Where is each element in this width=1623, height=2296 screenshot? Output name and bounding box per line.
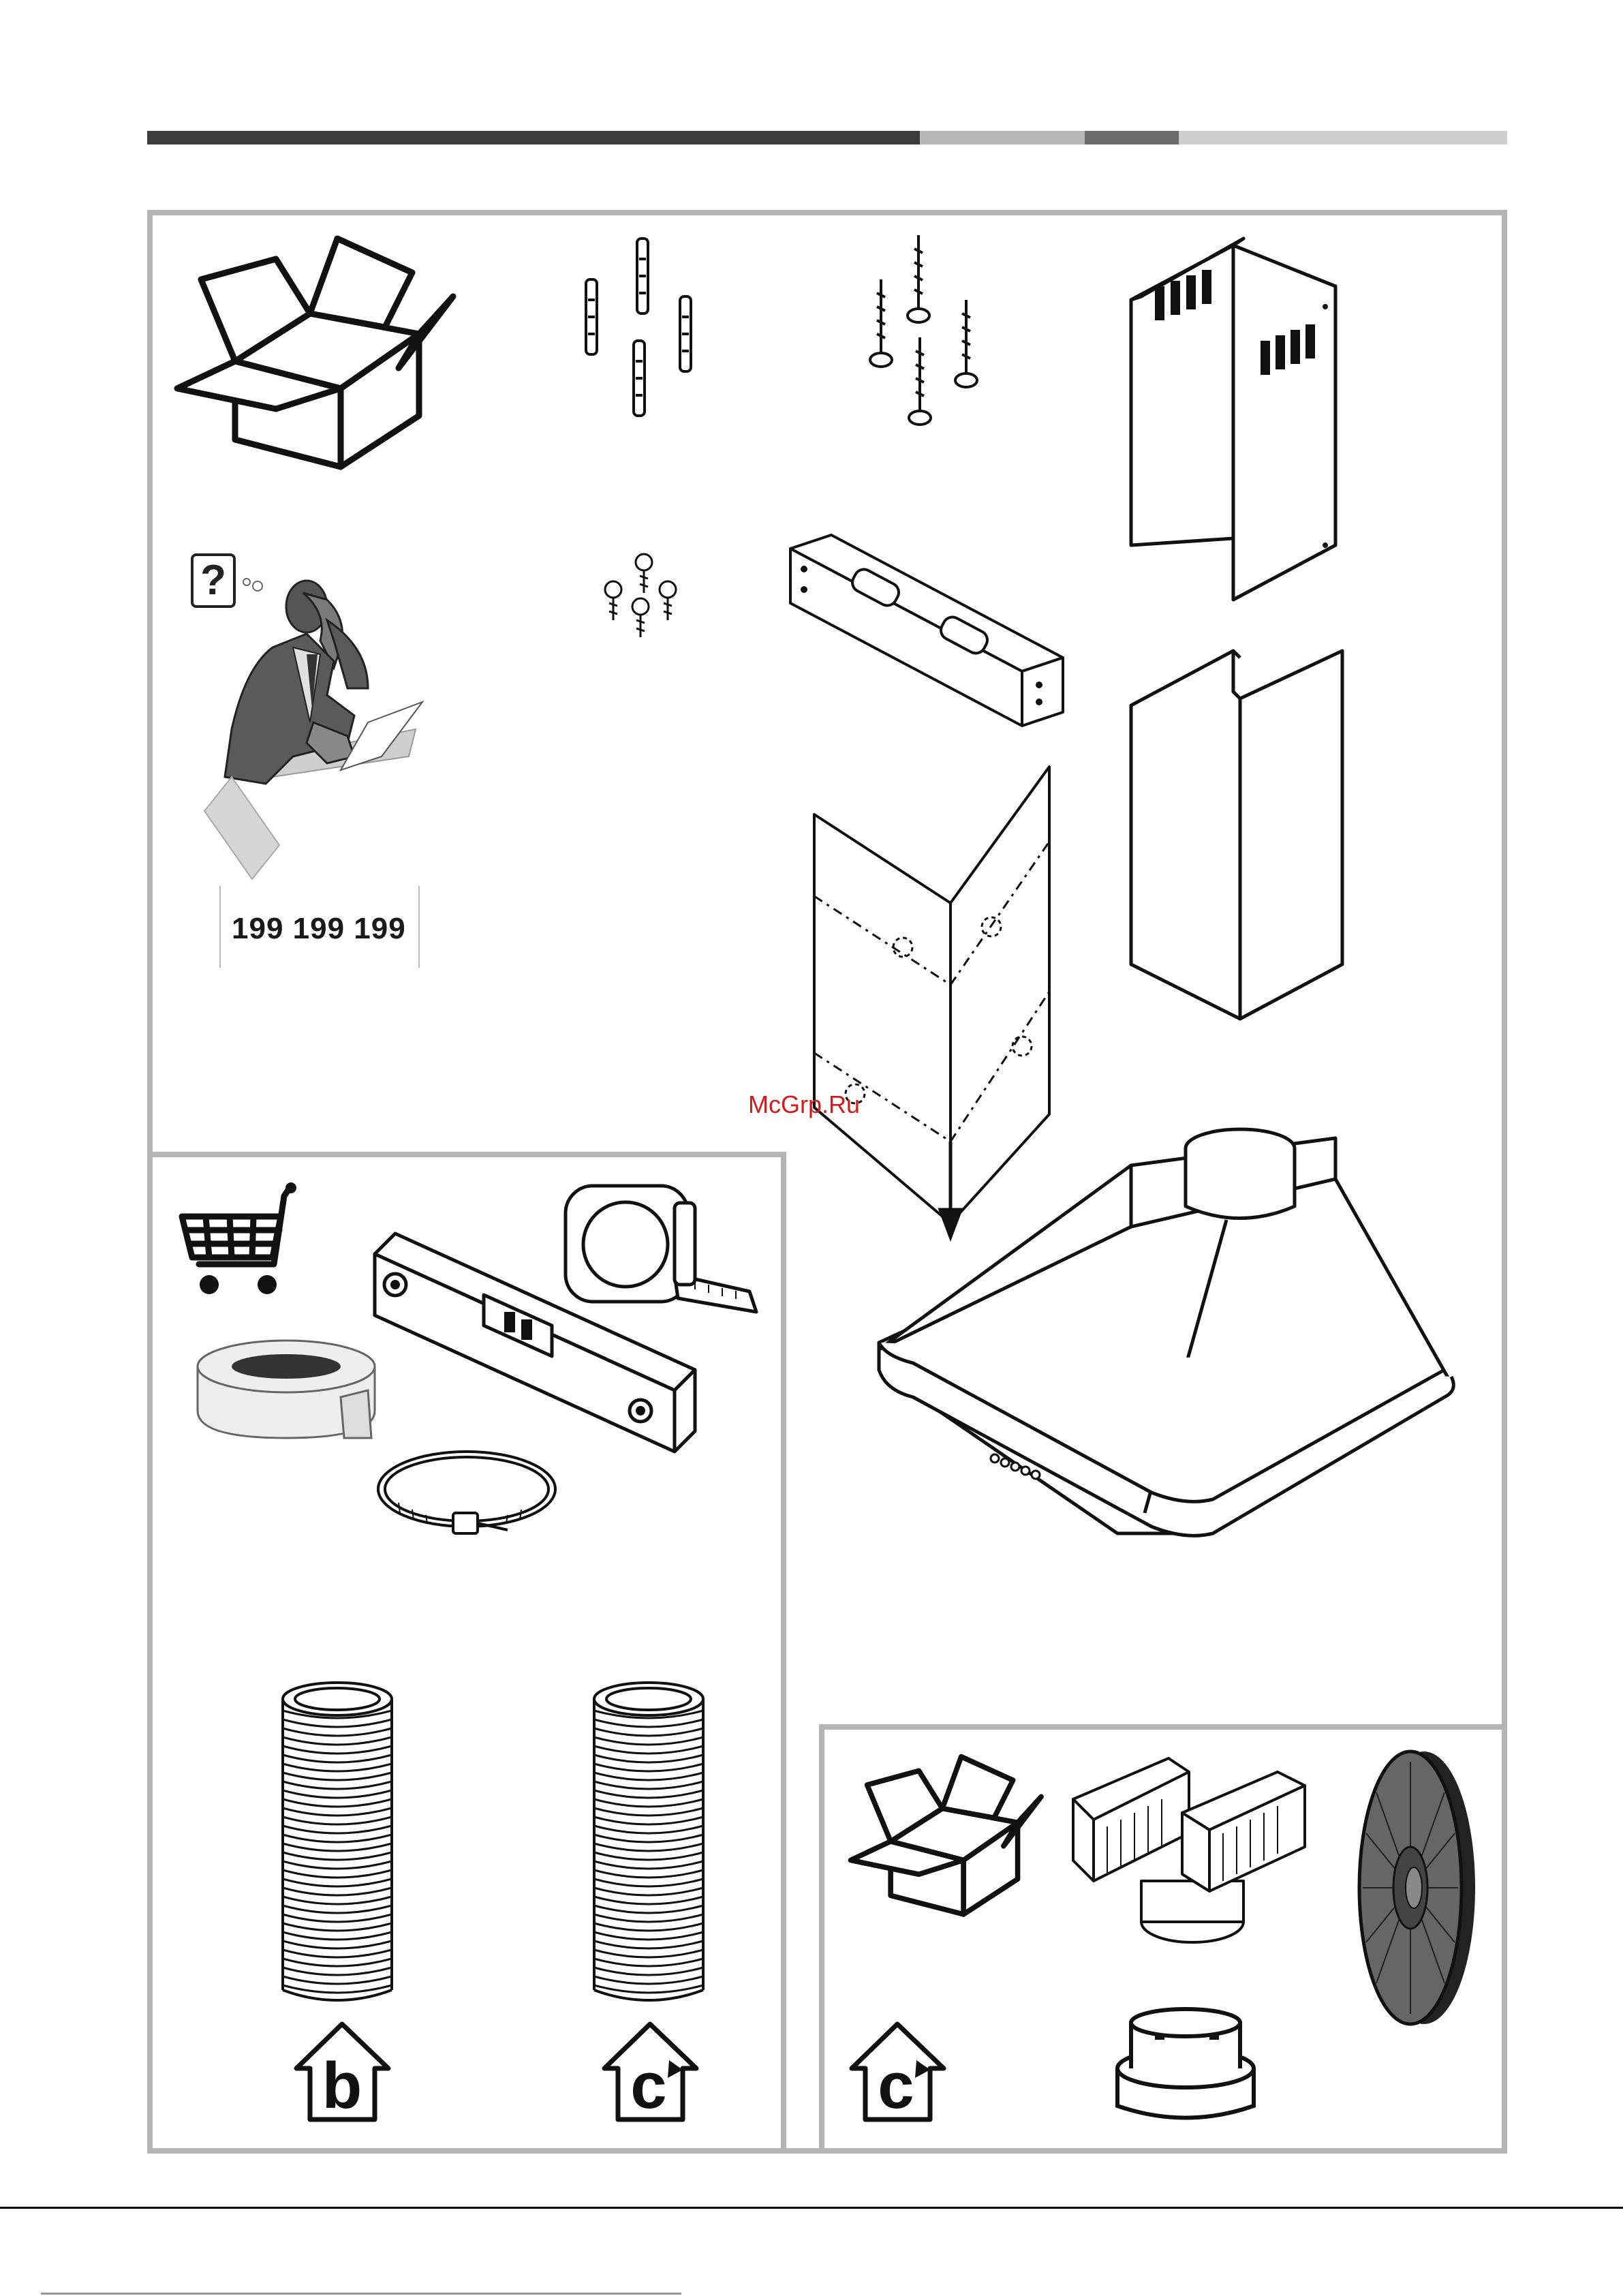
duct-ring — [283, 1773, 392, 1780]
duct-ring — [283, 1905, 392, 1913]
adhesive-tape-icon — [191, 1336, 395, 1445]
header-bar-dark — [147, 131, 920, 144]
duct-ring — [594, 1737, 703, 1745]
duct-ring — [283, 1923, 392, 1931]
duct-ring — [594, 1968, 703, 1975]
duct-ring — [594, 1976, 703, 1984]
shopping-cart-icon — [179, 1182, 301, 1298]
duct-ring — [594, 1799, 703, 1807]
duct-ring — [283, 1817, 392, 1824]
header-bar-light — [920, 131, 1085, 144]
duct-ring — [594, 1746, 703, 1754]
ducted-mode-icon: b — [293, 2021, 392, 2123]
duct-ring — [594, 1835, 703, 1842]
duct-ring — [594, 1719, 703, 1727]
symbol-c-label: c — [878, 2049, 914, 2122]
duct-ring — [283, 1843, 392, 1851]
open-box-icon — [174, 232, 460, 477]
duct-ring — [283, 1861, 392, 1869]
charcoal-filter-icon — [1356, 1745, 1479, 2031]
duct-ring — [283, 1985, 392, 1993]
duct-ring — [283, 1728, 392, 1736]
duct-ring — [283, 1835, 392, 1842]
duct-ring — [283, 1755, 392, 1762]
duct-ring — [594, 1932, 703, 1940]
duct-ring — [283, 1826, 392, 1833]
duct-ring — [283, 1888, 392, 1895]
air-deflector-icon — [1066, 1745, 1318, 1956]
duct-ring — [283, 1764, 392, 1771]
duct-ring — [283, 1879, 392, 1886]
service-person-icon: ? — [191, 552, 443, 893]
duct-ring — [283, 1976, 392, 1984]
watermark-text: McGrp.Ru — [748, 1090, 860, 1119]
duct-ring — [594, 1755, 703, 1762]
hose-clamp-icon — [371, 1441, 562, 1550]
symbol-b-label: b — [322, 2049, 362, 2122]
duct-ring — [283, 1737, 392, 1745]
duct-ring — [283, 1746, 392, 1754]
duct-ring — [594, 1923, 703, 1931]
wall-bracket-icon — [777, 535, 1070, 733]
screws-icon — [859, 232, 995, 436]
symbol-c-label: c — [630, 2049, 666, 2122]
duct-ring — [594, 1843, 703, 1851]
duct-ring — [283, 1790, 392, 1798]
duct-ring — [594, 1861, 703, 1869]
duct-ring — [594, 1985, 703, 1993]
wall-plugs-icon — [566, 232, 722, 423]
duct-ring — [283, 1870, 392, 1878]
recirculation-mode-icon: c — [601, 2021, 700, 2123]
duct-ring — [594, 1905, 703, 1913]
duct-ring — [283, 1959, 392, 1966]
duct-ring — [283, 1799, 392, 1807]
duct-ring — [594, 1781, 703, 1789]
duct-ring — [283, 1781, 392, 1789]
duct-ring — [283, 1950, 392, 1957]
tape-measure-icon — [559, 1179, 763, 1336]
duct-ring — [594, 1817, 703, 1824]
flexible-duct-icon — [589, 1680, 709, 2007]
duct-ring — [594, 1808, 703, 1816]
duct-ring — [594, 1941, 703, 1948]
duct-ring — [594, 1870, 703, 1878]
footer-rule-light — [41, 2293, 681, 2295]
duct-ring — [594, 1879, 703, 1886]
footer-rule — [0, 2207, 1623, 2209]
svg-text:?: ? — [200, 557, 226, 604]
header-bar-pale — [1179, 131, 1507, 144]
duct-ring — [594, 1897, 703, 1904]
duct-ring — [594, 1728, 703, 1736]
flexible-duct-icon — [278, 1680, 397, 2007]
hood-canopy-icon — [859, 1097, 1472, 1567]
divider-horizontal — [147, 1152, 786, 1157]
duct-ring — [283, 1897, 392, 1904]
header-bar-mid — [1085, 131, 1179, 144]
reduction-ring-icon — [1107, 2004, 1264, 2126]
duct-ring — [283, 1719, 392, 1727]
duct-ring — [594, 1826, 703, 1833]
small-screws-icon — [603, 552, 685, 641]
divider-vertical — [781, 1152, 786, 2154]
open-box-icon — [848, 1751, 1046, 1922]
duct-ring — [283, 1808, 392, 1816]
duct-ring — [594, 1764, 703, 1771]
duct-ring — [594, 1773, 703, 1780]
duct-ring — [594, 1852, 703, 1860]
duct-ring — [594, 1914, 703, 1922]
duct-ring — [283, 1914, 392, 1922]
recirculation-mode-icon: c — [848, 2021, 947, 2123]
duct-ring — [594, 1790, 703, 1798]
service-phone-number: 199 199 199 — [232, 912, 406, 946]
duct-ring — [283, 1932, 392, 1940]
duct-ring — [594, 1888, 703, 1895]
duct-ring — [283, 1968, 392, 1975]
duct-ring — [283, 1852, 392, 1860]
upper-chimney-icon — [1124, 232, 1349, 607]
duct-ring — [594, 1950, 703, 1957]
lower-chimney-icon — [1124, 637, 1349, 1026]
duct-ring — [594, 1959, 703, 1966]
duct-ring — [283, 1941, 392, 1948]
